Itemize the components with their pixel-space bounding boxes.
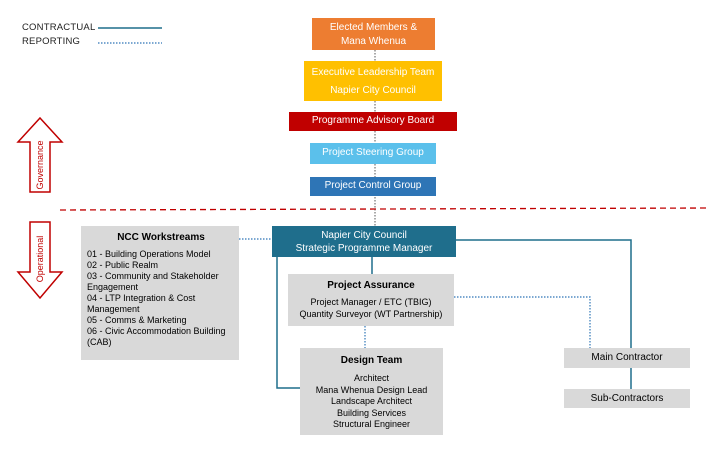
- workstream-item: 02 - Public Realm: [87, 260, 159, 270]
- spm-line-2: Strategic Programme Manager: [295, 243, 433, 254]
- ncc-workstreams-title: NCC Workstreams: [117, 232, 205, 243]
- assurance-contractor-reporting-line: [454, 296, 591, 348]
- governance-arrow: [16, 116, 64, 193]
- elected-members-line-2: Mana Whenua: [340, 36, 407, 47]
- design-team-item: Mana Whenua Design Lead: [315, 384, 428, 395]
- design-team-node: Design Team Architect Mana Whenua Design…: [300, 348, 443, 435]
- workstream-item: 04 - LTP Integration & Cost Management: [87, 293, 196, 314]
- workstream-item: 05 - Comms & Marketing: [87, 315, 187, 325]
- programme-advisory-board-node: Programme Advisory Board: [289, 112, 457, 131]
- project-assurance-item: Quantity Surveyor (WT Partnership): [299, 309, 443, 319]
- executive-leadership-line-1: Executive Leadership Team: [311, 67, 435, 78]
- workstream-item: 01 - Building Operations Model: [87, 249, 211, 259]
- spm-line-1: Napier City Council: [321, 230, 407, 241]
- legend-reporting-label: REPORTING: [22, 36, 81, 47]
- spm-design-line: [276, 256, 300, 389]
- spm-contractor-line: [456, 239, 632, 348]
- project-control-group-node: Project Control Group: [310, 177, 436, 196]
- elected-members-node: Elected Members & Mana Whenua: [312, 18, 435, 50]
- project-assurance-node: Project Assurance Project Manager / ETC …: [288, 274, 454, 326]
- elected-members-line-1: Elected Members &: [329, 22, 418, 33]
- workstream-item: 06 - Civic Accommodation Building (CAB): [87, 326, 226, 347]
- operational-label: Operational: [35, 235, 45, 283]
- project-steering-group-node: Project Steering Group: [310, 143, 436, 164]
- design-team-title: Design Team: [340, 355, 403, 366]
- strategic-programme-manager-node: Napier City Council Strategic Programme …: [272, 226, 456, 257]
- sub-contractors-node: Sub-Contractors: [564, 389, 690, 408]
- governance-operational-divider: [59, 207, 711, 211]
- executive-leadership-line-2: Napier City Council: [330, 85, 416, 96]
- governance-label: Governance: [35, 140, 45, 190]
- workstream-item: 03 - Community and Stakeholder Engagemen…: [87, 271, 219, 292]
- design-team-item: Structural Engineer: [332, 419, 411, 429]
- ncc-workstreams-node: NCC Workstreams 01 - Building Operations…: [81, 226, 239, 360]
- project-assurance-title: Project Assurance: [327, 280, 415, 291]
- legend-contractual-label: CONTRACTUAL: [22, 22, 96, 33]
- executive-leadership-node: Executive Leadership Team Napier City Co…: [304, 61, 442, 101]
- project-assurance-item: Project Manager / ETC (TBIG): [310, 297, 432, 307]
- design-team-item: Building Services: [336, 407, 407, 418]
- operational-arrow: [16, 221, 64, 300]
- main-contractor-node: Main Contractor: [564, 348, 690, 368]
- design-team-item: Landscape Architect: [330, 396, 413, 406]
- design-team-item: Architect: [353, 373, 389, 383]
